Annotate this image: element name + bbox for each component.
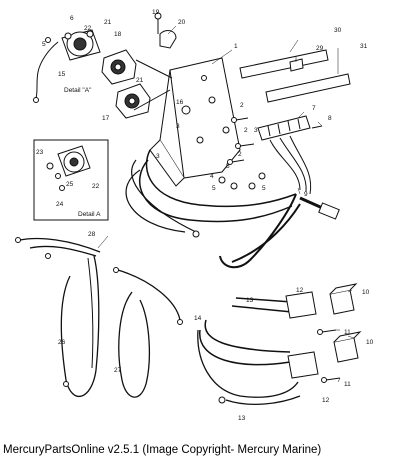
main-mounting-plate [133,57,241,187]
callout-4: 4 [210,173,214,180]
detail-a-lower-label: Detail A [78,211,101,218]
callout-12a: 12 [296,287,304,294]
callout-2c: 2 [238,151,242,158]
insulator-strips [239,49,351,103]
callout-5d: 5 [262,185,266,192]
cable-clamp [154,12,177,49]
callout-27: 27 [114,367,122,374]
callout-28: 28 [88,231,96,238]
callout-10b: 10 [366,339,374,346]
callout-25: 25 [66,181,74,188]
callout-5a: 5 [42,41,46,48]
leader-lines [97,25,355,383]
callout-13a: 13 [246,297,254,304]
callout-10a: 10 [362,289,370,296]
callout-11a: 11 [344,329,351,336]
callout-22b: 22 [92,183,100,190]
callout-15: 15 [58,71,66,78]
callout-22a: 22 [84,25,92,32]
image-caption: MercuryPartsOnline v2.5.1 (Image Copyrig… [3,444,322,456]
relays [317,283,362,383]
exploded-parts-diagram: 1 2 2 2 3 3 3 4 5 5 5 5 6 7 8 9 10 10 11… [15,9,374,422]
callout-23: 23 [36,149,44,156]
relay-harness [197,291,319,405]
mounting-bracket-18 [101,49,137,85]
callout-5b: 5 [226,163,230,170]
callout-3a: 3 [254,127,258,134]
callout-19: 19 [152,9,160,16]
callout-30: 30 [334,27,342,34]
fasteners [218,117,266,190]
detail-a-inset [33,139,109,221]
callout-3c: 3 [176,123,180,130]
callout-29: 29 [316,45,324,52]
callout-24: 24 [56,201,64,208]
battery-cable-28 [15,237,101,259]
callout-1: 1 [234,43,238,50]
solenoid-detail-a-upper [33,29,101,103]
callout-5c: 5 [212,185,216,192]
callout-26: 26 [58,339,66,346]
callout-20: 20 [178,19,186,26]
wire-loop-26 [60,255,100,398]
main-wire-harness [125,135,340,269]
callout-17: 17 [102,115,110,122]
callout-18: 18 [114,31,122,38]
callout-14: 14 [194,315,202,322]
callout-2b: 2 [244,127,248,134]
detail-a-upper-label: Detail "A" [64,87,92,94]
terminal-block [257,115,323,141]
callout-numbers: 1 2 2 2 3 3 3 4 5 5 5 5 6 7 8 9 10 10 11… [36,9,374,422]
callout-31: 31 [360,43,368,50]
callout-7: 7 [312,105,316,112]
callout-9: 9 [304,191,308,198]
wire-loop-27 [113,267,183,398]
mounting-bracket-17 [115,83,151,119]
callout-12b: 12 [322,397,330,404]
callout-11b: 11 [344,381,351,388]
callout-8: 8 [328,115,332,122]
callout-21a: 21 [104,19,112,26]
callout-2a: 2 [240,102,244,109]
callout-21b: 21 [136,77,144,84]
callout-3b: 3 [156,153,160,160]
callout-16: 16 [176,99,184,106]
callout-6: 6 [70,15,74,22]
callout-13b: 13 [238,415,246,422]
